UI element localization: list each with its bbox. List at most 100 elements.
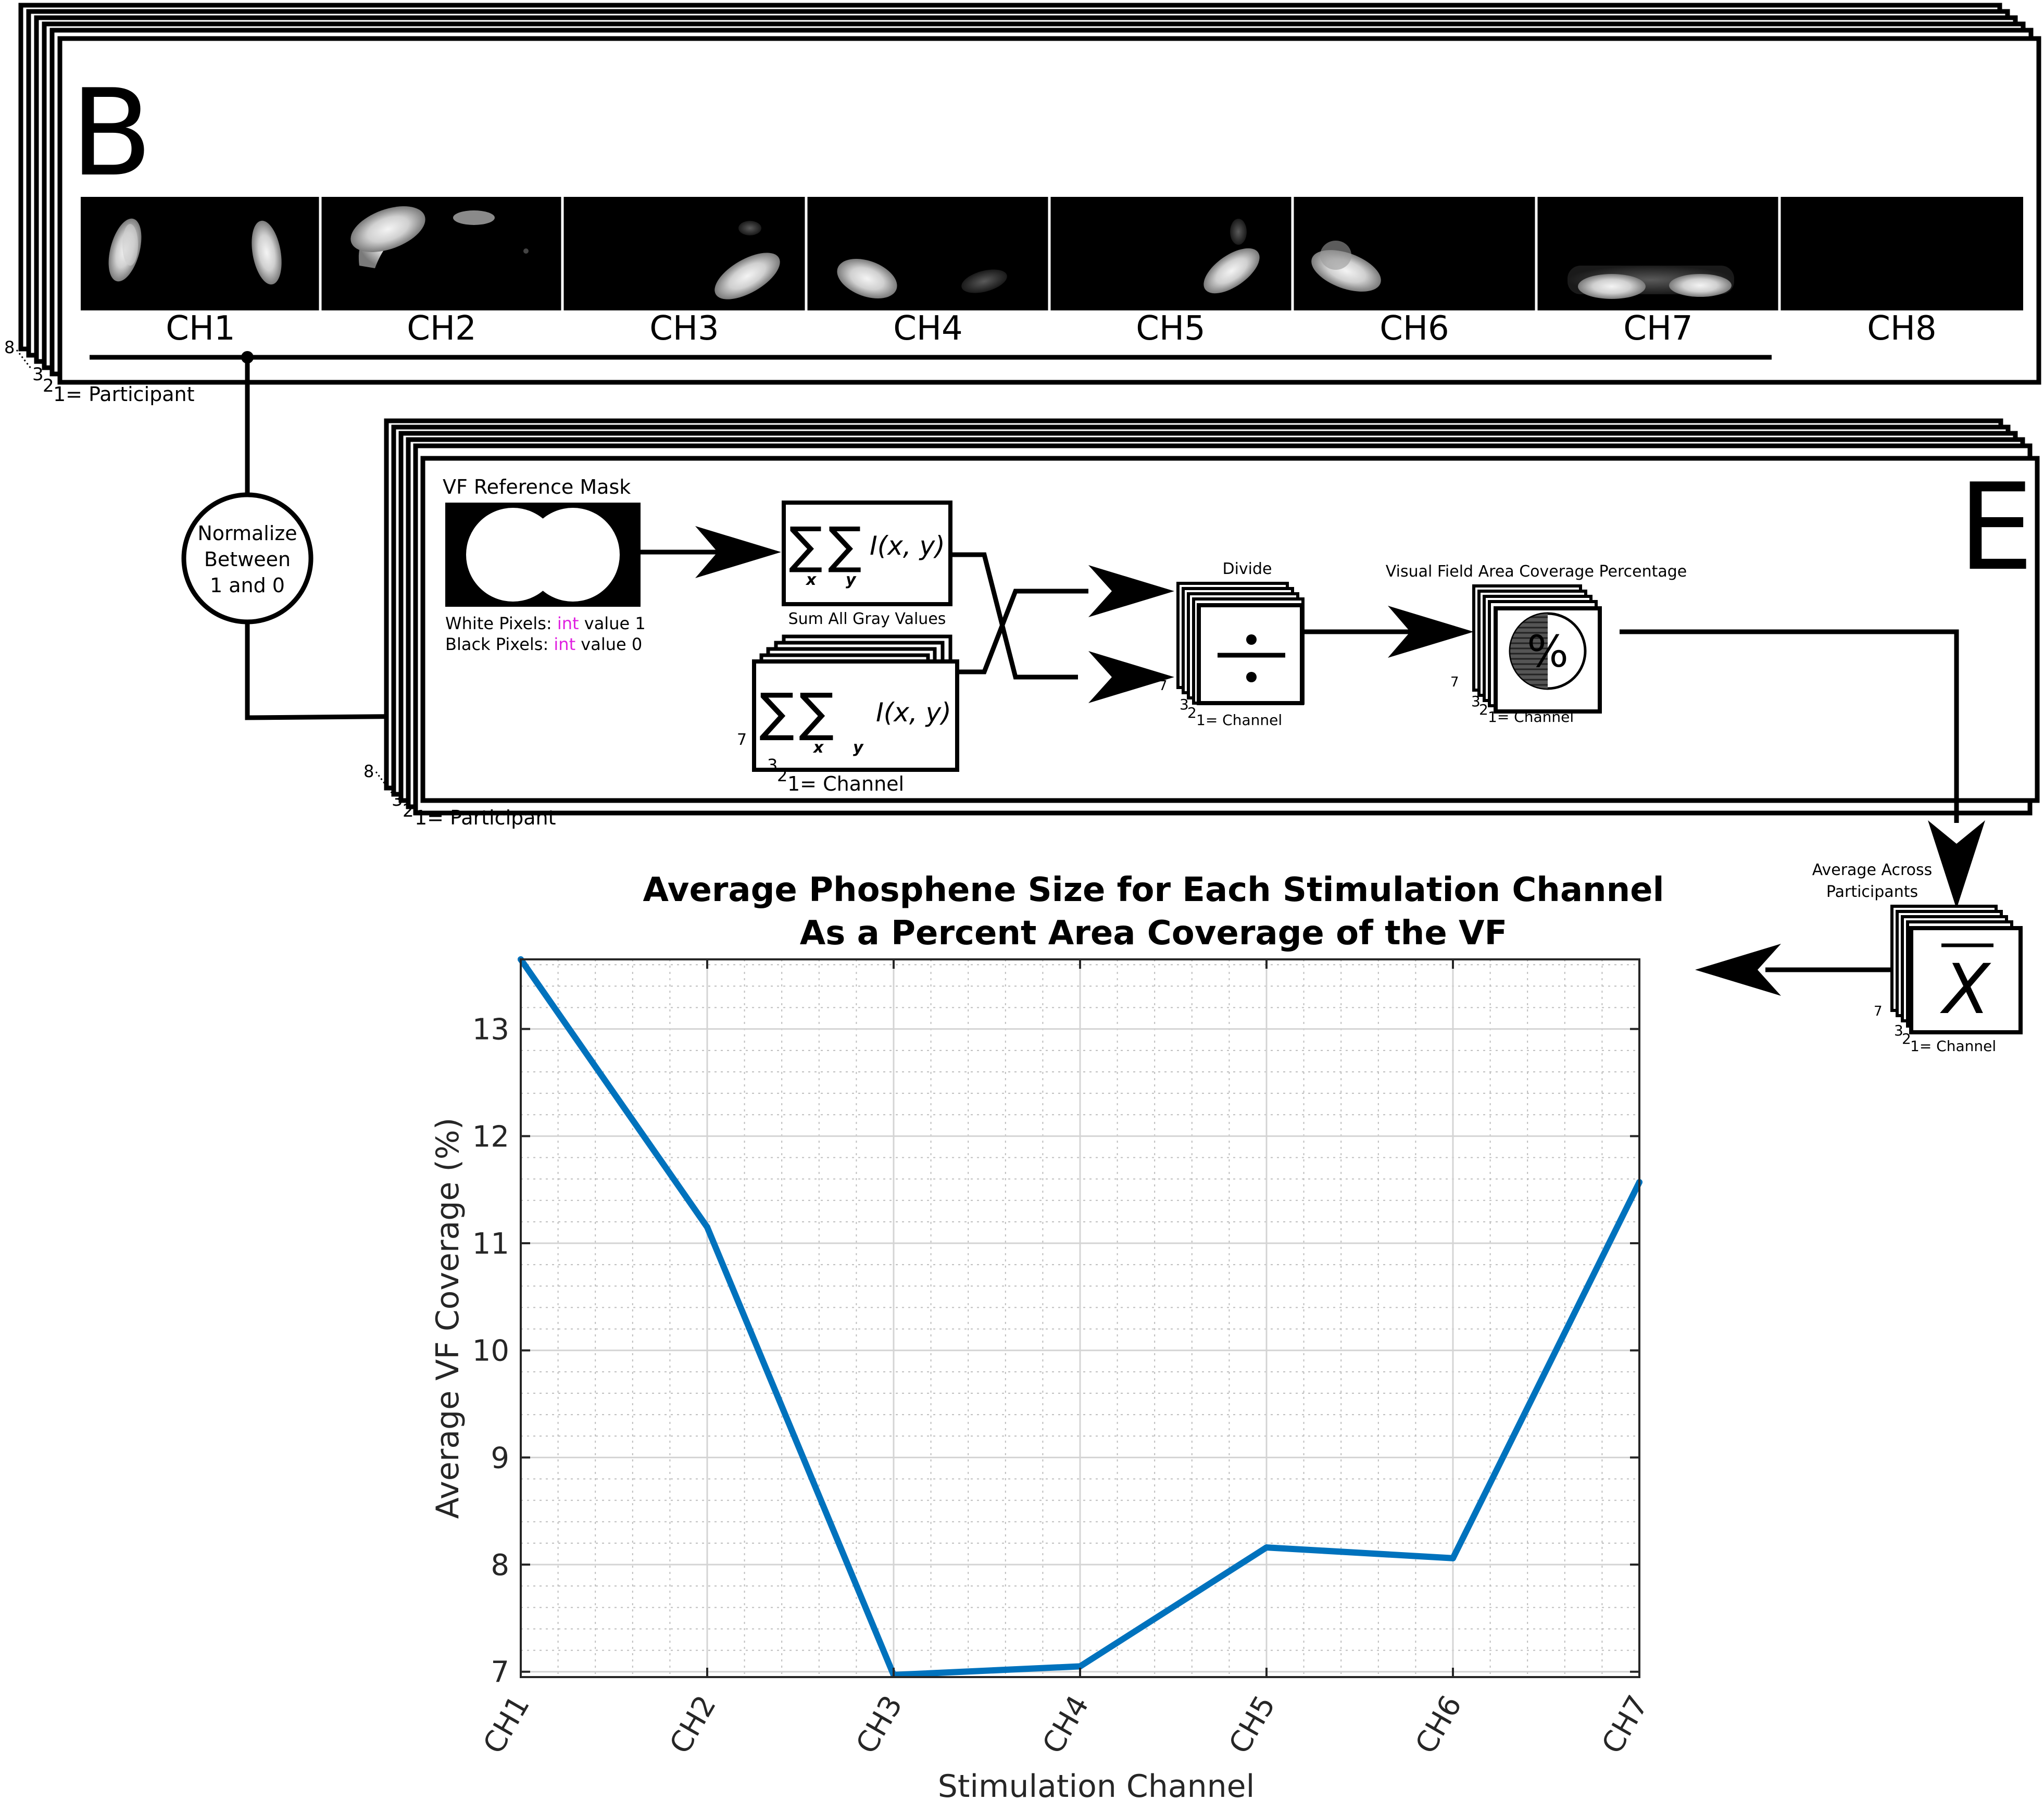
chart-title: As a Percent Area Coverage of the VF [800, 914, 1508, 953]
average-block: Average Across Participants X 7 3 2 1= C… [1812, 861, 2023, 1055]
arrow-mask-to-sum [695, 526, 781, 578]
panel-b: B [4, 3, 2041, 406]
panel-e: E VF Reference Mask White Pixels: int va… [363, 418, 2040, 829]
sum-box-mask [782, 501, 952, 606]
phosphene-ch5 [1203, 219, 1260, 294]
sum-subscript: x [812, 739, 824, 757]
arrow-to-chart [1695, 944, 1781, 996]
divide-icon [1218, 634, 1285, 682]
sum-subscript: y [853, 739, 864, 757]
coverage-line-chart: Average Phosphene Size for Each Stimulat… [430, 871, 1664, 1800]
divide-label: Divide [1222, 560, 1272, 578]
sigma: ∑ [828, 516, 862, 574]
stack-label-mid: 3 [1894, 1022, 1903, 1039]
percent-title: Visual Field Area Coverage Percentage [1386, 562, 1687, 581]
stack-label-participant: 1= Participant [53, 383, 195, 406]
stack-label-mid: 2 [1902, 1030, 1911, 1047]
stack-label-channel: 1= Channel [1196, 711, 1282, 729]
sum-label: Sum All Gray Values [788, 610, 946, 628]
normalize-text: Between [204, 548, 291, 571]
y-tick-label: 10 [472, 1334, 509, 1368]
panel-b-label: B [70, 64, 153, 203]
x-tick-label: CH2 [663, 1690, 723, 1760]
stack-label-top: 7 [1874, 1004, 1883, 1019]
phosphene-ch6 [1311, 241, 1381, 292]
black-pixels-note: Black Pixels: int value 0 [445, 634, 642, 654]
stack-label-mid: 2 [43, 376, 54, 396]
percent-symbol: % [1527, 626, 1569, 677]
mask-title: VF Reference Mask [443, 476, 631, 498]
data-point [704, 1224, 710, 1231]
stack-label-top: 8 [363, 761, 374, 781]
sigma: ∑ [789, 516, 823, 574]
channel-label: CH3 [649, 309, 719, 348]
data-point [1263, 1544, 1270, 1551]
average-title: Average Across [1812, 861, 1933, 879]
phosphene-ch7 [1568, 266, 1734, 299]
y-tick-label: 13 [472, 1013, 509, 1047]
sum-box-participant [752, 659, 959, 772]
average-title: Participants [1826, 883, 1918, 901]
stack-label-mid: 3 [1180, 696, 1189, 713]
arrow-to-divide-top [1088, 565, 1174, 617]
sum-formula-mask: ∑ ∑ x y I(x, y) [789, 516, 945, 589]
connector-to-average [1620, 629, 1959, 823]
channel-label: CH7 [1623, 309, 1693, 348]
y-tick-label: 11 [472, 1227, 509, 1261]
data-point [1450, 1555, 1456, 1561]
x-tick-label: CH1 [476, 1690, 536, 1760]
channel-label: CH2 [407, 309, 476, 348]
stack-label-mid: 2 [1479, 701, 1488, 718]
x-axis-label: Stimulation Channel [938, 1768, 1255, 1800]
stack-label-mid: 2 [403, 801, 414, 821]
white-pixels-note: White Pixels: int value 1 [445, 614, 646, 633]
normalize-text: 1 and 0 [210, 574, 285, 597]
arrow-to-divide-bottom [1088, 651, 1174, 703]
panel-e-label: E [1958, 458, 2034, 597]
channel-label: CH6 [1380, 309, 1449, 348]
stack-label-mid: 3 [392, 790, 403, 810]
stack-label-channel: 1= Channel [1488, 708, 1574, 726]
stack-label-mid: 3 [767, 755, 778, 775]
stack-label-top: 7 [737, 731, 747, 749]
x-tick-label: CH4 [1036, 1690, 1096, 1760]
arrow-to-average [1928, 820, 1985, 909]
arrow-to-percent [1388, 606, 1474, 658]
stack-label-channel: 1= Channel [1910, 1038, 1996, 1055]
phosphene-ch1 [108, 218, 282, 285]
phosphene-ch2 [350, 206, 529, 268]
stack-label-top: 8 [4, 338, 15, 357]
stack-dots [375, 771, 393, 793]
sum-subscript: y [846, 571, 857, 589]
y-tick-label: 8 [491, 1548, 509, 1582]
normalize-text: Normalize [197, 522, 297, 545]
phosphene-ch3 [714, 221, 780, 299]
stack-label-mid: 2 [1187, 704, 1197, 721]
strip-dividers [319, 197, 1781, 310]
data-point [1077, 1663, 1083, 1670]
stack-label-channel: 1= Channel [787, 772, 904, 795]
y-tick-label: 7 [491, 1656, 509, 1690]
channel-labels: CH1 CH2 CH3 CH4 CH5 CH6 CH7 CH8 [166, 309, 1937, 348]
stack-label-participant: 1= Participant [415, 806, 556, 829]
mean-symbol: X [1940, 949, 1991, 1030]
sigma: ∑ [799, 682, 834, 743]
x-tick-label: CH5 [1222, 1690, 1282, 1760]
x-tick-label: CH7 [1595, 1690, 1655, 1760]
y-tick-label: 9 [491, 1441, 509, 1475]
stack-label-mid: 3 [1471, 693, 1481, 710]
sum-subscript: x [805, 571, 817, 589]
formula: I(x, y) [876, 697, 951, 728]
mask-right-circle [526, 508, 620, 602]
percent-pie-icon: % [1509, 612, 1587, 690]
channel-label: CH5 [1136, 309, 1206, 348]
formula: I(x, y) [870, 531, 945, 561]
channel-label: CH4 [893, 309, 963, 348]
chart-title: Average Phosphene Size for Each Stimulat… [643, 871, 1664, 909]
stack-label-top: 7 [1450, 674, 1459, 690]
sum-formula-participant: ∑ ∑ x y I(x, y) [759, 682, 951, 757]
stack-label-mid: 3 [32, 364, 44, 385]
x-tick-label: CH6 [1409, 1690, 1469, 1760]
y-axis-label: Average VF Coverage (%) [430, 1118, 466, 1519]
